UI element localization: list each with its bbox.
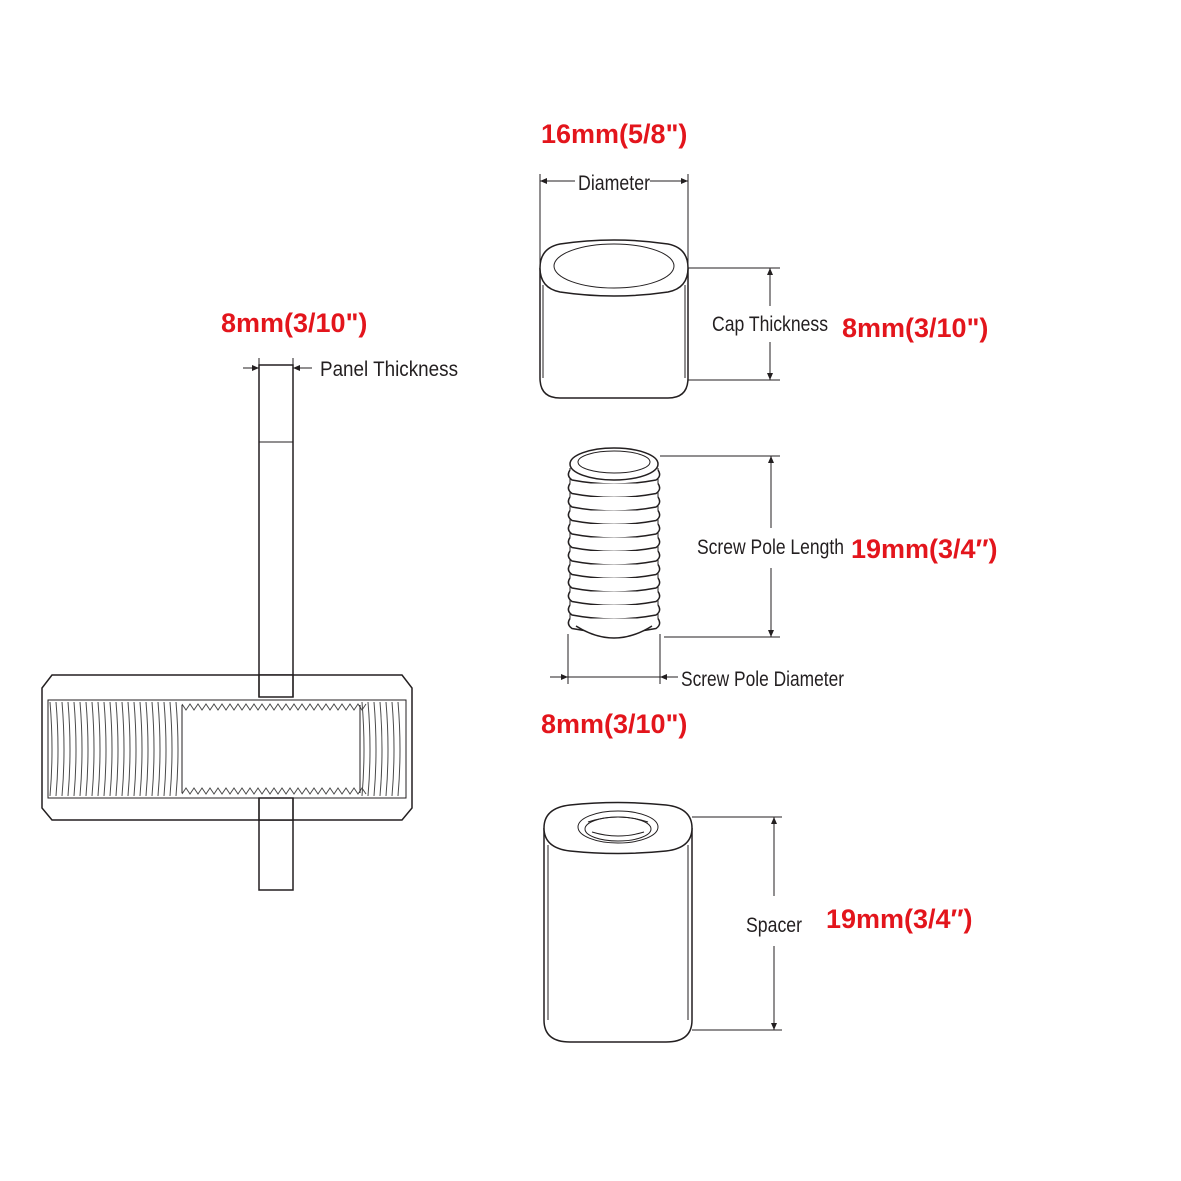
cap-thickness-dimension [688, 267, 780, 381]
thread-zigzag [181, 703, 367, 711]
internal-thread-right [361, 701, 401, 797]
thread-line [79, 701, 83, 797]
screw-bottom [575, 625, 653, 639]
screw-ring [567, 591, 661, 607]
thread-line [145, 701, 149, 797]
screw-pole-length-dimension [660, 455, 780, 638]
assembled-standoff-cross-section: 8mm(3/10") Panel Thickness [41, 308, 458, 891]
thread-line [133, 701, 137, 797]
screw-ring [567, 577, 661, 593]
screw-ring [567, 537, 661, 553]
thread-line [385, 701, 389, 797]
cap [539, 239, 689, 399]
thread-line [67, 701, 71, 797]
screw-ring [567, 496, 661, 512]
screw-threads [567, 447, 661, 639]
thread-line [361, 701, 365, 797]
thread-line [397, 701, 401, 797]
screw-pole-diameter-dimension [550, 634, 678, 684]
screw-pole [567, 447, 661, 639]
thread-line [61, 701, 65, 797]
screw-ring [567, 604, 661, 620]
thread-line [367, 701, 371, 797]
screw-ring [567, 510, 661, 526]
cap-diameter-dimension [539, 174, 689, 268]
thread-line [49, 701, 53, 797]
screw-top [569, 447, 659, 481]
screw-pole-length-value: 19mm(3/4″) [851, 534, 998, 564]
thread-line [115, 701, 119, 797]
thread-line [169, 701, 173, 797]
thread-line [103, 701, 107, 797]
thread-profile-top [181, 703, 367, 711]
cap-thickness-value: 8mm(3/10") [842, 313, 988, 343]
thread-line [139, 701, 143, 797]
thread-line [379, 701, 383, 797]
thread-line [151, 701, 155, 797]
spacer-value: 19mm(3/4″) [826, 904, 973, 934]
thread-line [175, 701, 179, 797]
screw-pole-diameter-label: Screw Pole Diameter [681, 668, 844, 691]
thread-line [55, 701, 59, 797]
thread-profile-bottom [181, 787, 367, 795]
spacer [543, 801, 693, 1043]
panel-thickness-label: Panel Thickness [320, 358, 458, 381]
thread-line [373, 701, 377, 797]
spacer-length-dimension [692, 816, 782, 1031]
screw-ring [567, 523, 661, 539]
thread-line [127, 701, 131, 797]
thread-line [121, 701, 125, 797]
panel-thickness-dimension [243, 358, 312, 371]
thread-zigzag [181, 787, 367, 795]
screw-ring [567, 550, 661, 566]
cap-diameter-label: Diameter [578, 172, 650, 195]
thread-line [391, 701, 395, 797]
screw-ring [567, 564, 661, 580]
panel-thickness-value: 8mm(3/10") [221, 308, 367, 338]
thread-line [163, 701, 167, 797]
cap-thickness-label: Cap Thickness [712, 313, 828, 336]
spacer-label: Spacer [746, 914, 802, 937]
thread-line [109, 701, 113, 797]
cap-diameter-value: 16mm(5/8") [541, 119, 687, 149]
screw-pole-length-label: Screw Pole Length [697, 536, 844, 559]
thread-line [91, 701, 95, 797]
internal-thread-left [49, 701, 179, 797]
screw-ring [567, 483, 661, 499]
screw-top-inner [577, 450, 651, 474]
thread-line [97, 701, 101, 797]
screw-pole-diameter-value: 8mm(3/10") [541, 709, 687, 739]
thread-line [85, 701, 89, 797]
thread-line [73, 701, 77, 797]
thread-line [157, 701, 161, 797]
